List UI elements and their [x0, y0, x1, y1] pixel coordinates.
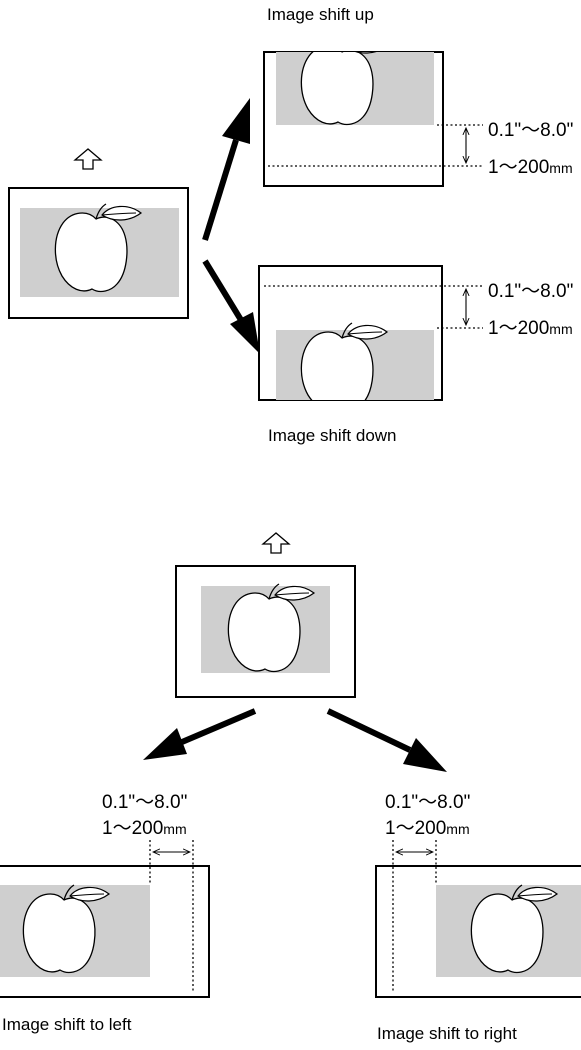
sheet-shift-up	[263, 51, 483, 187]
dimension-label-right: 0.1"～8.0" 1～200mm	[385, 792, 470, 839]
label-shift-up: Image shift up	[267, 5, 374, 24]
dimension-label-up: 0.1"～8.0" 1～200mm	[488, 120, 573, 178]
feed-direction-arrow-icon	[262, 532, 290, 554]
original-sheet-landscape	[175, 565, 356, 698]
original-sheet-portrait	[8, 187, 189, 319]
svg-text:0.1"～8.0": 0.1"～8.0"	[385, 792, 470, 813]
shift-arrow-icon	[143, 708, 257, 760]
shift-arrow-icon	[326, 708, 447, 772]
label-shift-right: Image shift to right	[377, 1024, 517, 1043]
svg-text:0.1"～8.0": 0.1"～8.0"	[488, 281, 573, 302]
sheet-shift-right	[375, 840, 581, 998]
dimension-label-down: 0.1"～8.0" 1～200mm	[488, 281, 573, 339]
label-shift-down: Image shift down	[268, 426, 397, 445]
svg-text:1～200mm: 1～200mm	[385, 818, 470, 839]
svg-text:1～200mm: 1～200mm	[102, 818, 187, 839]
svg-text:0.1"～8.0": 0.1"～8.0"	[488, 120, 573, 141]
svg-text:1～200mm: 1～200mm	[488, 157, 573, 178]
dimension-label-left: 0.1"～8.0" 1～200mm	[102, 792, 187, 839]
feed-direction-arrow-icon	[74, 148, 102, 170]
label-shift-left: Image shift to left	[2, 1015, 132, 1034]
svg-text:0.1"～8.0": 0.1"～8.0"	[102, 792, 187, 813]
shift-arrow-icon	[202, 98, 250, 241]
sheet-shift-left	[0, 840, 210, 998]
shift-arrow-icon	[202, 259, 260, 354]
svg-text:1～200mm: 1～200mm	[488, 318, 573, 339]
sheet-shift-down	[258, 265, 483, 401]
